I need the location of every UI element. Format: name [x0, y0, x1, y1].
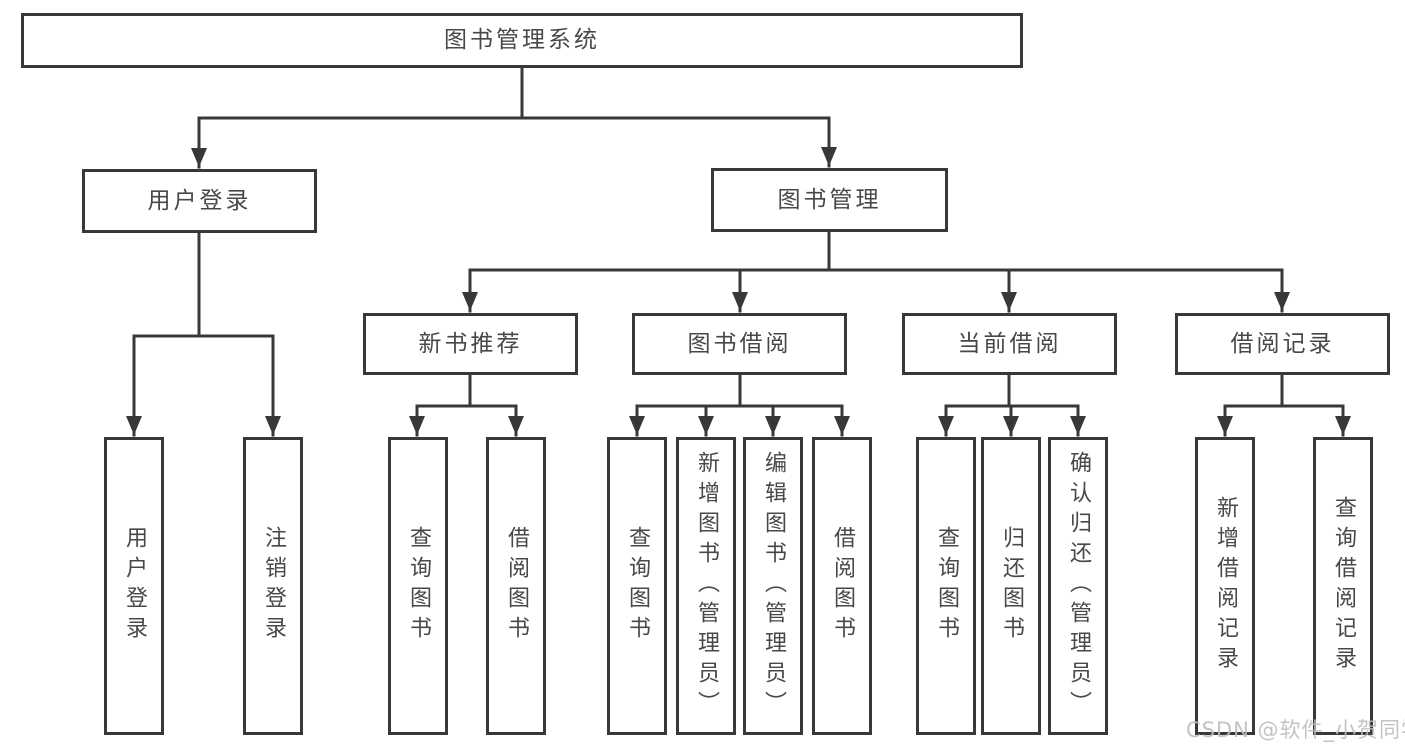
- node-leaf-query-books: 查询图书: [388, 437, 448, 735]
- node-label: 归还图书: [999, 526, 1024, 646]
- node-book-borrow: 图书借阅: [632, 313, 847, 375]
- node-label: 借阅记录: [1230, 330, 1335, 357]
- node-new-book-recommend: 新书推荐: [363, 313, 578, 375]
- node-label: 新书推荐: [418, 330, 523, 357]
- node-leaf-return-books: 归还图书: [981, 437, 1041, 735]
- node-label: 确认归还（管理员）: [1066, 451, 1091, 721]
- node-leaf-add-borrow-record: 新增借阅记录: [1195, 437, 1255, 735]
- node-leaf-add-books-admin: 新增图书（管理员）: [676, 437, 736, 735]
- node-label: 新增借阅记录: [1213, 496, 1238, 676]
- node-leaf-query-borrow-record: 查询借阅记录: [1313, 437, 1373, 735]
- node-leaf-confirm-return-admin: 确认归还（管理员）: [1048, 437, 1108, 735]
- node-library-management-system: 图书管理系统: [21, 13, 1023, 68]
- node-label: 图书管理系统: [444, 27, 600, 53]
- node-leaf-query-books: 查询图书: [916, 437, 976, 735]
- node-label: 图书借阅: [687, 330, 792, 357]
- node-book-management: 图书管理: [711, 168, 948, 232]
- node-label: 用户登录: [122, 526, 147, 646]
- node-leaf-query-books: 查询图书: [607, 437, 667, 735]
- node-current-borrow: 当前借阅: [902, 313, 1117, 375]
- node-leaf-edit-books-admin: 编辑图书（管理员）: [743, 437, 803, 735]
- node-label: 查询图书: [406, 526, 431, 646]
- node-user-login: 用户登录: [82, 169, 317, 233]
- node-leaf-borrow-books: 借阅图书: [486, 437, 546, 735]
- node-label: 查询图书: [934, 526, 959, 646]
- node-leaf-logout: 注销登录: [243, 437, 303, 735]
- node-label: 借阅图书: [830, 526, 855, 646]
- node-label: 借阅图书: [504, 526, 529, 646]
- node-leaf-user-login: 用户登录: [104, 437, 164, 735]
- node-label: 新增图书（管理员）: [694, 451, 719, 721]
- node-label: 查询图书: [625, 526, 650, 646]
- node-label: 图书管理: [777, 186, 882, 213]
- csdn-watermark: CSDN @软件_小贺同学: [1186, 718, 1405, 742]
- node-label: 编辑图书（管理员）: [761, 451, 786, 721]
- node-leaf-borrow-books: 借阅图书: [812, 437, 872, 735]
- node-label: 用户登录: [147, 187, 252, 214]
- node-borrow-records: 借阅记录: [1175, 313, 1390, 375]
- node-label: 注销登录: [261, 526, 286, 646]
- node-label: 当前借阅: [957, 330, 1062, 357]
- node-label: 查询借阅记录: [1331, 496, 1356, 676]
